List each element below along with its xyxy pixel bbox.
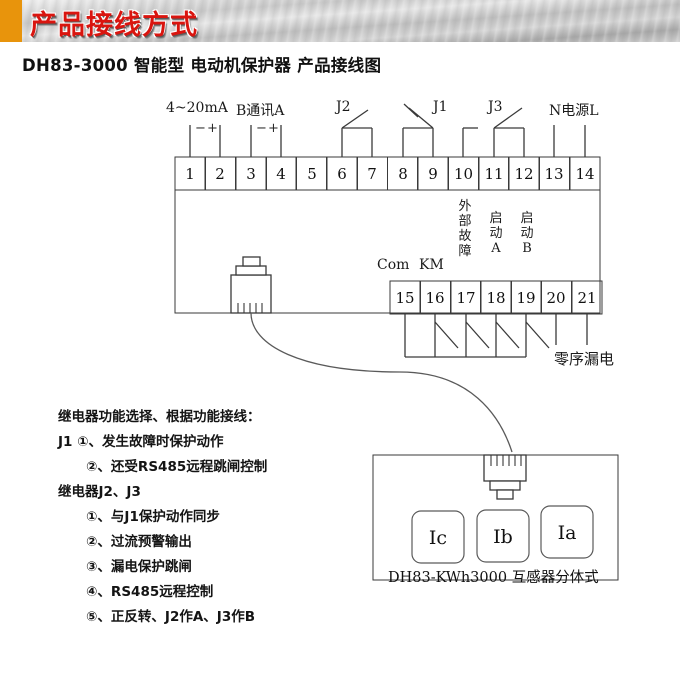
banner-accent-bar xyxy=(0,0,22,42)
diagram-subtitle: DH83-3000 智能型 电动机保护器 产品接线图 xyxy=(22,56,382,75)
banner-title: 产品接线方式 xyxy=(30,10,198,41)
terminal-3[interactable]: 3 xyxy=(246,165,256,183)
terminal-4[interactable]: 4 xyxy=(276,165,286,183)
contact-external-fault xyxy=(465,321,490,349)
contact-com-km xyxy=(434,321,459,349)
terminal-8[interactable]: 8 xyxy=(398,165,408,183)
contact-start-b xyxy=(525,321,550,349)
terminal-15[interactable]: 15 xyxy=(395,289,415,307)
contact-start-a xyxy=(495,321,520,349)
terminal-20[interactable]: 20 xyxy=(546,289,566,307)
note-j2-j3-item-5: ⑤、正反转、J2作A、J3作B xyxy=(86,609,256,625)
terminal-18[interactable]: 18 xyxy=(486,289,506,307)
note-j2-j3-item-2: ②、过流预警输出 xyxy=(86,534,192,550)
label-communication: B通讯A xyxy=(236,103,285,119)
terminal-10[interactable]: 10 xyxy=(453,165,474,183)
contact-j1 xyxy=(408,107,434,129)
terminal-12[interactable]: 12 xyxy=(514,165,534,183)
note-j2-j3-item-4: ④、RS485远程控制 xyxy=(86,584,214,600)
terminal-13[interactable]: 13 xyxy=(544,165,564,183)
terminal-1[interactable]: 1 xyxy=(185,165,195,183)
contact-j2 xyxy=(341,109,369,129)
label-j2: J2 xyxy=(336,99,351,115)
polarity-minus-2: − xyxy=(256,121,267,136)
ct-core-ib xyxy=(476,509,530,563)
polarity-plus-2: + xyxy=(268,121,279,136)
ct-module xyxy=(372,454,619,581)
label-external-fault: 外部故障 xyxy=(458,199,472,259)
terminal-11[interactable]: 11 xyxy=(484,165,504,183)
note-j2-j3-item-1: ①、与J1保护动作同步 xyxy=(86,509,220,525)
label-com: Com xyxy=(377,257,410,273)
terminal-5[interactable]: 5 xyxy=(307,165,317,183)
label-j1: J1 xyxy=(433,99,448,115)
ct-label-ib: Ib xyxy=(493,526,513,548)
terminal-17[interactable]: 17 xyxy=(456,289,476,307)
polarity-minus-1: − xyxy=(195,121,206,136)
note-j1-item-2: ②、还受RS485远程跳闸控制 xyxy=(86,459,268,475)
label-4-20ma: 4~20mA xyxy=(166,100,228,116)
terminal-16[interactable]: 16 xyxy=(425,289,445,307)
terminal-2[interactable]: 2 xyxy=(215,165,225,183)
notes-heading: 继电器功能选择、根据功能接线： xyxy=(58,409,261,425)
device-connector xyxy=(230,256,272,314)
label-j3: J3 xyxy=(488,99,503,115)
ct-core-ic xyxy=(411,510,465,564)
note-j2-j3-heading: 继电器J2、J3 xyxy=(58,484,141,500)
terminal-7[interactable]: 7 xyxy=(367,165,377,183)
polarity-plus-1: + xyxy=(207,121,218,136)
note-j2-j3-item-3: ③、漏电保护跳闸 xyxy=(86,559,192,575)
terminal-9[interactable]: 9 xyxy=(428,165,438,183)
terminal-19[interactable]: 19 xyxy=(516,289,536,307)
terminal-6[interactable]: 6 xyxy=(337,165,347,183)
terminal-14[interactable]: 14 xyxy=(575,165,595,183)
ct-caption: DH83-KWh3000 互感器分体式 xyxy=(388,570,599,586)
label-km: KM xyxy=(419,257,444,273)
ct-label-ia: Ia xyxy=(557,522,577,544)
ct-cable xyxy=(250,312,513,453)
contact-j3 xyxy=(493,107,523,129)
ct-core-ia xyxy=(540,505,594,559)
terminal-21[interactable]: 21 xyxy=(577,289,597,307)
label-power-supply: N电源L xyxy=(549,103,599,119)
relay-function-notes: 继电器功能选择、根据功能接线： J1 ①、发生故障时保护动作 ②、还受RS485… xyxy=(58,405,368,630)
note-j1-item-1: J1 ①、发生故障时保护动作 xyxy=(58,434,224,450)
ct-label-ic: Ic xyxy=(428,527,448,549)
label-zero-sequence-leakage: 零序漏电 xyxy=(554,350,615,368)
